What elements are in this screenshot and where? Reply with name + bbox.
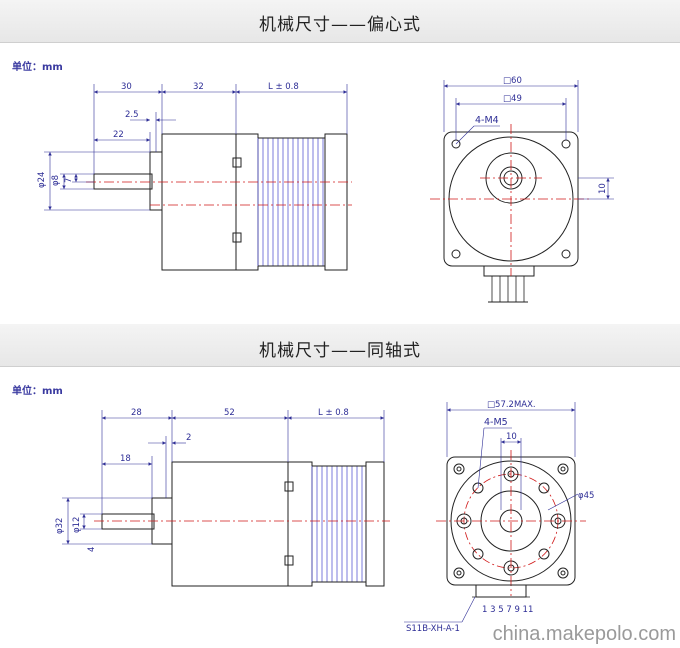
dim-32: 32 — [193, 82, 204, 92]
dim-square60: □60 — [503, 76, 522, 86]
dim-phi8: φ8 — [51, 175, 61, 186]
rear-flange — [324, 133, 348, 271]
dim-7: 7 — [64, 178, 74, 183]
front-flange — [287, 461, 313, 587]
dim-length: L ± 0.8 — [318, 408, 349, 418]
mount-hole — [561, 249, 571, 259]
dim-28: 28 — [131, 408, 142, 418]
mount-hole — [561, 139, 571, 149]
connector — [483, 265, 535, 277]
dim-length: L ± 0.8 — [268, 82, 299, 92]
screw-top — [232, 157, 242, 168]
rear-flange — [365, 461, 385, 587]
eccentric-front-view: □60 □49 4-M4 10 — [430, 76, 614, 303]
coil-lines — [257, 138, 324, 266]
dim-phi24: φ24 — [37, 172, 47, 188]
screw-top — [284, 481, 294, 492]
connector-label: S11B-XH-A-1 — [406, 624, 460, 634]
gearbox — [171, 461, 289, 587]
dim-square49: □49 — [503, 94, 522, 104]
screw-bottom — [284, 555, 294, 566]
front-flange — [235, 133, 259, 271]
section2-title: 机械尺寸——同轴式 — [259, 341, 421, 361]
mount-hole — [451, 249, 461, 259]
section1-header — [0, 0, 680, 43]
section2-unit: 单位：mm — [12, 386, 63, 397]
dim-square57: □57.2MAX. — [487, 400, 536, 410]
coaxial-side-view: 28 52 L ± 0.8 2 18 φ32 φ12 4 — [55, 408, 390, 587]
dim-phi45: φ45 — [578, 491, 594, 501]
pin-numbers: 1 3 5 7 9 11 — [482, 605, 533, 615]
dim-10: 10 — [506, 432, 517, 442]
dim-22: 22 — [113, 130, 124, 140]
eccentric-side-view: 30 32 L ± 0.8 2.5 22 φ24 φ8 7 — [37, 82, 352, 271]
shaft — [101, 513, 155, 530]
screw-bottom — [232, 232, 242, 243]
coil-lines — [311, 466, 363, 582]
dim-2-5: 2.5 — [125, 110, 139, 120]
dim-4: 4 — [87, 547, 97, 552]
section2-header — [0, 324, 680, 367]
dim-10: 10 — [598, 183, 608, 194]
dim-52: 52 — [224, 408, 235, 418]
section1-unit: 单位：mm — [12, 62, 63, 73]
dim-4-m4: 4-M4 — [475, 115, 499, 126]
dim-phi12: φ12 — [72, 517, 82, 533]
gearbox — [161, 133, 237, 271]
dim-2: 2 — [186, 433, 191, 443]
coaxial-front-view: □57.2MAX. 4-M5 10 φ45 S11B-XH-A-1 1 3 5 … — [404, 400, 594, 634]
connector — [475, 584, 527, 598]
dim-18: 18 — [120, 454, 131, 464]
watermark: china.makepolo.com — [492, 623, 676, 645]
shaft — [93, 173, 153, 190]
dim-phi32: φ32 — [55, 518, 65, 534]
section1-title: 机械尺寸——偏心式 — [259, 15, 421, 35]
dim-30: 30 — [121, 82, 132, 92]
dim-4-m5: 4-M5 — [484, 417, 508, 428]
